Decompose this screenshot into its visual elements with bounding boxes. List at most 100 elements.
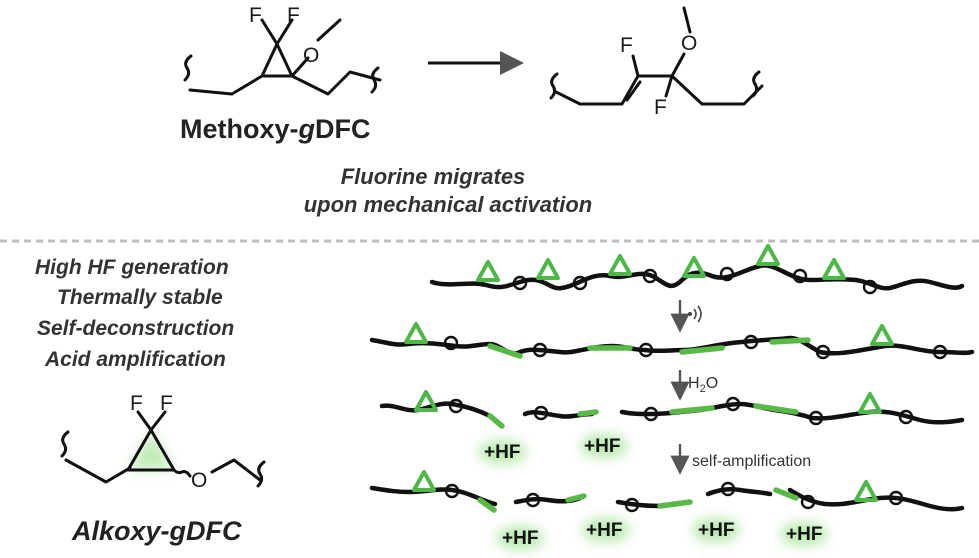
methoxy-gdfc-structure: F F O [183,4,382,96]
hf-glow [478,440,526,464]
cf-bond-left [260,18,279,46]
hf-release-label: +HF [584,436,620,457]
oxygen-atom: O [681,32,697,55]
oxygen-atom: O [191,469,207,492]
cf-bond-right [275,18,294,46]
opened-ring-segment [773,487,799,501]
ether-oxygen [525,492,541,508]
ether-oxygen [743,334,759,350]
fluorine-atom: F [160,392,173,415]
alkoxy-gdfc-label: Alkoxy-gDFC [71,516,242,546]
ether-oxygen [448,398,464,414]
ether-oxygen [815,344,831,360]
cyclopropane-unit [404,322,428,344]
ether-oxygen [642,268,658,284]
cyclopropane-unit [412,470,436,492]
wavy-bond-to-oxygen [172,468,192,478]
ether-oxygen [572,275,588,291]
cyclopropane-unit [822,258,846,280]
ether-arm-bond [210,458,262,482]
opened-ring-segment [657,499,693,509]
hf-release-label: +HF [586,520,622,541]
ether-oxygen [719,266,735,282]
fluorine-atom: F [287,4,300,27]
opened-ring-segment [477,497,497,513]
polymer-backbone [429,263,965,291]
opened-ring-segment [753,403,799,415]
cyclopropane-unit [858,392,882,414]
cyclopropane-ring [126,428,176,472]
hf-glow [580,434,628,458]
cf-bond-sp3 [664,74,674,98]
polymer-row-activated [369,322,975,360]
ether-oxygen [532,342,548,358]
methoxy-gdfc-label: Methoxy-gDFC [180,114,371,144]
polymer-row-intact [429,244,965,295]
cyclopropane-unit [854,480,878,502]
fluorine-atom: F [620,34,633,57]
hf-glow [692,518,740,542]
feature-item: High HF generation [35,256,229,279]
co-bond [670,52,686,78]
feature-item: Self-deconstruction [37,317,234,340]
hf-release-label: +HF [786,524,822,545]
wavy-chain-end-right [256,460,266,488]
methyl-bond [316,18,342,42]
product-structure: F O F [549,6,764,119]
hf-glow [582,518,630,542]
cyclopropane-unit [536,258,560,280]
opened-ring-segment [577,409,599,417]
cyclopropane-unit [682,256,706,278]
ether-oxygen [643,406,659,422]
alkene-chain-bond [554,74,674,106]
cf-bond-vinyl [631,54,640,78]
wavy-chain-end-left [60,430,70,458]
ether-oxygen [888,490,904,506]
ether-oxygen [512,275,528,291]
opened-ring-segment [487,413,505,429]
wavy-chain-end-left [183,54,193,82]
self-amplification-label: self-amplification [692,453,811,470]
fluorine-atom: F [249,4,262,27]
ultrasound-icon [688,305,702,323]
ring-glow [128,430,174,470]
fluorine-atom: F [654,96,667,119]
hf-glow [496,526,544,550]
ether-oxygen [725,396,741,412]
polymer-backbone [369,335,975,356]
right-arm-bond [290,70,382,96]
ether-oxygen [720,481,736,497]
cyclopropane-unit [756,244,780,266]
opened-ring-segment [565,493,587,503]
ether-oxygen [932,344,948,360]
cyclopropane-ring [260,42,294,78]
wavy-chain-end-right [370,66,380,94]
ether-oxygen [862,279,878,295]
cyclopropane-unit [414,390,438,412]
methyl-bond [682,6,692,34]
polymer-row-amplified [369,470,965,513]
ether-oxygen [808,410,824,426]
hf-release-label: +HF [698,520,734,541]
caption-line-2: upon mechanical activation [304,192,593,217]
opened-ring-segment [669,405,715,415]
wavy-chain-end-right [751,70,761,98]
cf-bond-left [136,410,153,432]
oxygen-atom: O [303,44,319,67]
polymer-fragment [705,486,773,497]
alkoxy-gdfc-structure: F F O [60,392,266,492]
left-arm-bond [188,74,264,96]
ether-oxygen [898,409,914,425]
opened-ring-segment [679,345,725,355]
right-arm-bond [670,74,764,106]
left-arm-bond [64,458,132,484]
hydrolysis-label: H2O [688,375,718,395]
fluorine-atom: F [130,392,143,415]
ether-oxygen [638,342,654,358]
ether-oxygen [792,268,808,284]
opened-ring-segment [487,343,523,359]
hf-glow [780,522,828,546]
ether-oxygen [443,335,459,351]
feature-item: Thermally stable [57,286,223,309]
